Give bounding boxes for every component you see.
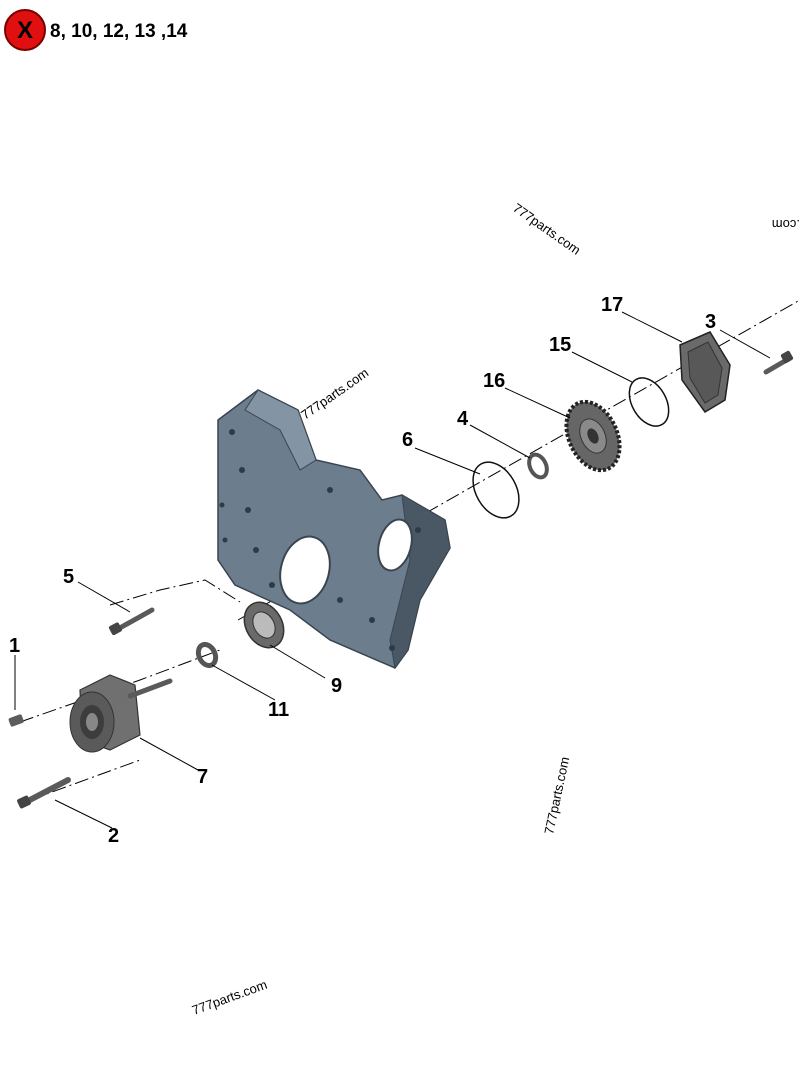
- watermark: 777parts.com: [298, 365, 371, 422]
- part-label-15: 15: [549, 334, 571, 356]
- part-bolt-2: [17, 777, 71, 809]
- leader-lines: [14, 311, 771, 829]
- watermark: 777parts.com: [541, 755, 572, 835]
- part-ring-4: [527, 452, 549, 480]
- part-oring-15: [628, 377, 670, 427]
- part-cover-17: [679, 331, 731, 413]
- part-label-16: 16: [483, 370, 505, 392]
- part-label-11: 11: [268, 699, 289, 721]
- part-label-17: 17: [601, 294, 623, 316]
- part-bearing-9: [243, 601, 285, 649]
- watermark: 777parts.com: [510, 200, 583, 257]
- part-label-2: 2: [108, 825, 119, 847]
- part-label-4: 4: [457, 408, 469, 430]
- gear-housing: [217, 389, 451, 670]
- part-bolt-3: [763, 350, 794, 375]
- part-label-6: 6: [402, 429, 413, 451]
- part-label-7: 7: [197, 766, 208, 788]
- excluded-marker-symbol: X: [17, 17, 33, 44]
- part-label-1: 1: [9, 635, 20, 657]
- excluded-legend: X 8, 10, 12, 13 ,14: [4, 9, 188, 51]
- part-ring-11: [195, 641, 219, 669]
- excluded-marker-icon: [4, 9, 46, 51]
- part-gear-16: [564, 399, 622, 473]
- part-pump-7: [69, 674, 173, 753]
- part-bolt-1: [8, 714, 24, 727]
- part-label-5: 5: [63, 566, 74, 588]
- excluded-items-text: 8, 10, 12, 13 ,14: [50, 21, 188, 42]
- watermark: 777parts.com: [190, 977, 269, 1018]
- watermark: .com: [772, 217, 800, 232]
- part-label-9: 9: [331, 675, 342, 697]
- part-bolt-5: [108, 607, 155, 636]
- part-label-3: 3: [705, 311, 716, 333]
- part-oring-6: [472, 461, 520, 519]
